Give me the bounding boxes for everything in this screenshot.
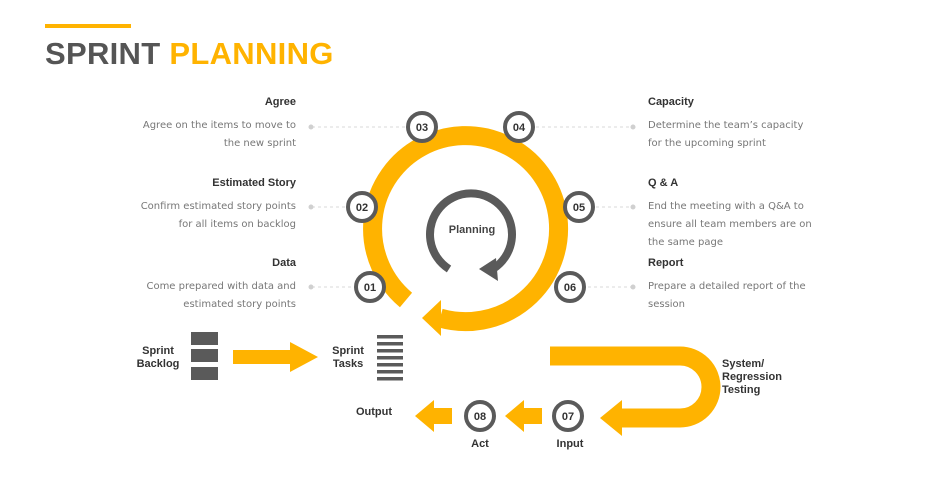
step-numbers: 03 04 02 05 01 06 08 07 [356,122,585,423]
step-circle-03 [406,111,438,143]
testing-uturn-arrow [550,346,721,428]
step-heading-qa: Q & A [648,177,679,189]
step-circle-06 [554,271,586,303]
step-desc-capacity: Determine the team’s capacity for the up… [648,120,804,149]
step-number-01: 01 [364,282,376,294]
planning-inner-arrow [426,189,516,273]
page-title: SPRINT PLANNING [45,36,334,72]
planning-cycle-ring [363,126,569,332]
step-heading-agree: Agree [264,96,296,108]
title-word-sprint: SPRINT [45,36,161,71]
step-desc-report: Prepare a detailed report of the session [648,281,806,310]
testing-label: System/ Regression Testing [722,358,782,396]
planning-inner-arrowhead [479,258,498,281]
act-to-output-arrow [415,400,452,432]
planning-cycle-arrowhead [422,300,441,336]
step-heading-data: Data [272,257,296,269]
title-accent-bar [45,24,131,28]
step-number-03: 03 [416,122,428,134]
connector-lines [312,126,632,288]
step-circle-08 [464,400,496,432]
step-circle-04 [503,111,535,143]
step-heading-capacity: Capacity [648,96,694,108]
step-number-02: 02 [356,202,368,214]
input-label: Input [556,438,584,450]
center-label: Planning [449,224,495,236]
step-desc-qa: End the meeting with a Q&A to ensure all… [648,201,812,248]
step-desc-estimated-story: Confirm estimated story points for all i… [140,201,296,230]
backlog-to-tasks-arrow [233,342,318,372]
input-to-act-arrow [505,400,542,432]
step-circles [346,111,595,432]
step-number-07: 07 [562,411,574,423]
testing-uturn-arrowhead [600,400,622,436]
step-heading-report: Report [648,257,684,269]
step-number-05: 05 [573,202,585,214]
step-circle-05 [563,191,595,223]
sprint-tasks-label: Sprint Tasks [332,345,364,370]
sprint-backlog-icon [191,332,218,380]
step-heading-estimated-story: Estimated Story [212,177,296,189]
sprint-tasks-icon [377,335,403,381]
title-word-planning: PLANNING [169,36,334,71]
sprint-backlog-label: Sprint Backlog [136,345,180,370]
step-circle-07 [552,400,584,432]
act-label: Act [471,438,489,450]
step-number-06: 06 [564,282,576,294]
step-desc-agree: Agree on the items to move to the new sp… [142,120,296,149]
step-circle-02 [346,191,378,223]
connector-dots [308,124,636,290]
step-number-04: 04 [513,122,526,134]
step-desc-data: Come prepared with data and estimated st… [146,281,296,310]
step-number-08: 08 [474,411,486,423]
output-label: Output [355,406,393,418]
step-circle-01 [354,271,386,303]
